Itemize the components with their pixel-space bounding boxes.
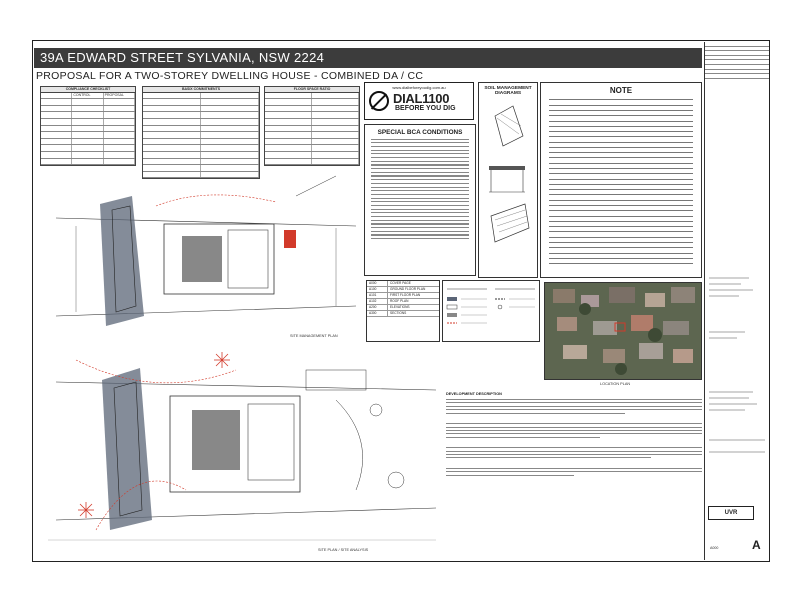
dial-tagline: BEFORE YOU DIG (395, 105, 456, 112)
fsr-table-rows (264, 92, 360, 167)
development-description: DEVELOPMENT DESCRIPTION (446, 392, 702, 496)
legend-box (442, 280, 540, 342)
sheet-name: ELEVATIONS (390, 305, 410, 309)
drawing-number: A000 (710, 546, 719, 550)
col-header: CONTROL (72, 92, 104, 99)
col-header: PROPOSAL (104, 92, 135, 99)
aerial-photo (544, 282, 702, 380)
sheet-id: A300 (367, 311, 388, 316)
soil-diagrams-drawing (489, 105, 530, 243)
dial-number: DIAL1100 (393, 91, 450, 106)
sheet-id: A100 (367, 287, 388, 292)
sheet-name: FIRST FLOOR PLAN (390, 293, 421, 297)
page-subtitle: PROPOSAL FOR A TWO-STOREY DWELLING HOUSE… (36, 70, 424, 82)
bca-conditions-box: SPECIAL BCA CONDITIONS (364, 124, 476, 276)
site-plan-caption: SITE PLAN / SITE ANALYSIS (318, 548, 369, 552)
no-dig-icon (369, 91, 389, 111)
revision-table (705, 42, 769, 79)
sheet-id: A102 (367, 299, 388, 304)
basix-table: BASIX COMMITMENTS (142, 86, 260, 180)
dial-before-you-dig-box: www.dialbeforeyoudig.com.au DIAL1100 BEF… (364, 82, 474, 120)
description-title: DEVELOPMENT DESCRIPTION (446, 392, 502, 396)
sheet-name: ROOF PLAN (390, 299, 409, 303)
basix-table-rows (142, 92, 260, 180)
compliance-table-title: COMPLIANCE CHECKLIST (40, 86, 136, 93)
company-logo: UVR (708, 506, 754, 520)
site-management-plan-drawing (55, 175, 357, 326)
fsr-table-title: FLOOR SPACE RATIO (264, 86, 360, 93)
fsr-table: FLOOR SPACE RATIO (264, 86, 360, 167)
site-plan-analysis-drawing (48, 352, 437, 541)
sheet-id: A000 (367, 281, 388, 286)
sheet-name: SECTIONS (390, 311, 407, 315)
sheet-letter: A (752, 538, 761, 552)
title-block-text-lines (709, 277, 765, 453)
sheet-name: COVER PAGE (390, 281, 411, 285)
soil-title: SOIL MANAGEMENT DIAGRAMS (484, 86, 532, 96)
sheet-id: A101 (367, 293, 388, 298)
dial-url: www.dialbeforeyoudig.com.au (392, 85, 446, 90)
soil-management-box: SOIL MANAGEMENT DIAGRAMS (478, 82, 538, 278)
bca-title: SPECIAL BCA CONDITIONS (377, 129, 463, 136)
sheet-id: A200 (367, 305, 388, 310)
location-plan-caption: LOCATION PLAN (600, 382, 631, 386)
legend-drawing (446, 288, 535, 324)
aerial-map-graphic (545, 283, 701, 379)
notes-box: NOTE (540, 82, 702, 278)
site-management-caption: SITE MANAGEMENT PLAN (290, 334, 338, 338)
note-title: NOTE (609, 86, 633, 95)
sheet-name: GROUND FLOOR PLAN (390, 287, 426, 291)
col-header (41, 92, 73, 99)
page-title: 39A EDWARD STREET SYLVANIA, NSW 2224 (34, 48, 702, 68)
title-block (704, 42, 769, 560)
basix-table-title: BASIX COMMITMENTS (142, 86, 260, 93)
